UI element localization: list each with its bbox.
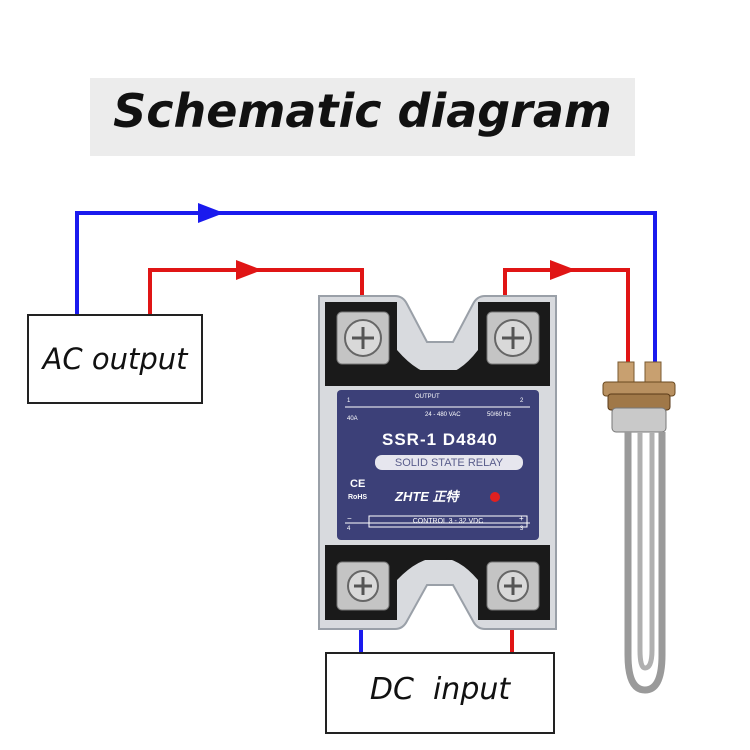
terminal-4-label: 4 xyxy=(347,526,351,532)
ac-output-box: AC output xyxy=(27,314,203,404)
terminal-1-screw xyxy=(336,311,390,365)
brand-logo: ZHTE 正特 xyxy=(395,489,459,504)
ac-output-label: AC output xyxy=(42,342,188,376)
terminal-2-label: 2 xyxy=(520,398,524,404)
terminal-3-screw xyxy=(486,561,540,611)
title-box: Schematic diagram xyxy=(90,78,635,156)
output-label: OUTPUT xyxy=(415,394,440,400)
relay-model: SSR-1 D4840 xyxy=(382,430,498,449)
blue-arrow xyxy=(198,203,224,223)
dc-input-box: DC input xyxy=(325,652,555,734)
voltage-range: 24 - 480 VAC xyxy=(425,412,461,418)
terminal-1-label: 1 xyxy=(347,398,351,404)
terminal-4-screw xyxy=(336,561,390,611)
current-rating: 40A xyxy=(347,416,358,422)
blue-wire xyxy=(75,211,657,375)
rohs-mark: RoHS xyxy=(348,494,368,501)
terminal-3-label: 3 xyxy=(520,526,524,532)
red-arrow-left xyxy=(236,260,262,280)
heater-element xyxy=(602,361,676,694)
relay-banner: SOLID STATE RELAY xyxy=(394,457,504,469)
diagram-title: Schematic diagram xyxy=(113,84,612,138)
control-range: CONTROL 3 - 32 VDC xyxy=(412,518,484,525)
status-led xyxy=(490,492,500,502)
terminal-2-screw xyxy=(486,311,540,365)
solid-state-relay: OUTPUT 24 - 480 VAC 50/60 Hz 1 2 40A SSR… xyxy=(315,290,560,635)
minus-sign: − xyxy=(347,514,352,523)
ce-mark: CE xyxy=(350,478,366,490)
relay-body xyxy=(318,295,557,630)
frequency: 50/60 Hz xyxy=(487,412,512,418)
plus-sign: + xyxy=(519,514,524,523)
red-arrow-right xyxy=(550,260,576,280)
dc-input-label: DC input xyxy=(369,672,511,707)
